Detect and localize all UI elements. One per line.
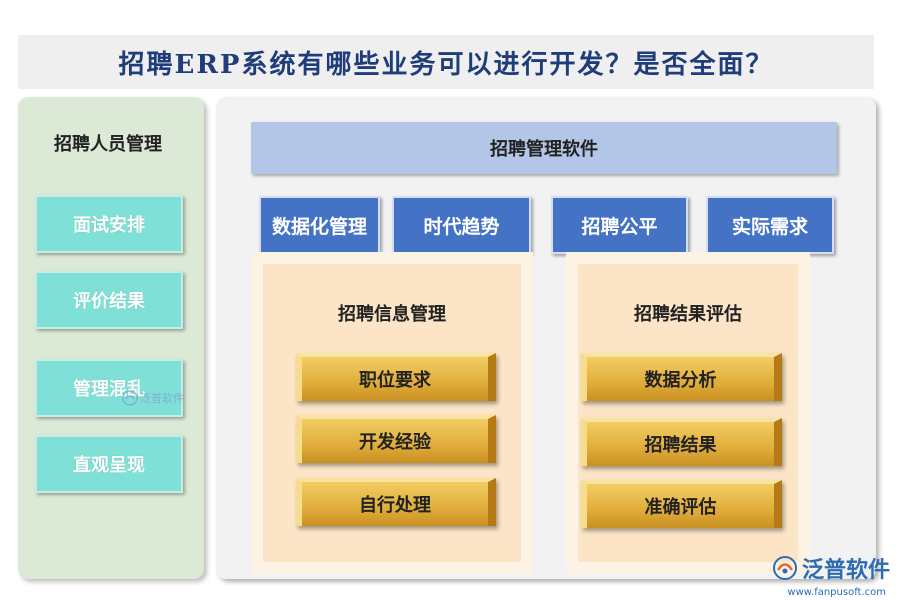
- result-item-results: 招聘结果: [581, 418, 782, 466]
- brand-logo-icon: [772, 556, 797, 580]
- group-title-info: 招聘信息管理: [338, 304, 446, 325]
- feature-fairness: 招聘公平: [551, 196, 688, 254]
- brand-logo: 泛普软件: [772, 552, 890, 584]
- watermark-logo-icon: [122, 390, 138, 406]
- result-item-assessment: 准确评估: [581, 480, 782, 528]
- group-title-result: 招聘结果评估: [634, 304, 742, 325]
- left-heading: 招聘人员管理: [54, 134, 162, 155]
- watermark-center-text: 泛普软件: [140, 392, 184, 405]
- result-item-analysis: 数据分析: [581, 353, 782, 401]
- brand-name: 泛普软件: [801, 558, 890, 583]
- left-panel: [18, 97, 204, 579]
- info-item-requirements: 职位要求: [296, 353, 496, 401]
- left-item-evaluation: 评价结果: [35, 271, 183, 329]
- feature-data-management: 数据化管理: [259, 196, 380, 254]
- brand-url: www.fanpusoft.com: [787, 587, 886, 598]
- info-item-experience: 开发经验: [296, 415, 496, 463]
- feature-needs: 实际需求: [706, 196, 834, 254]
- info-item-self-process: 自行处理: [296, 478, 496, 526]
- software-bar: 招聘管理软件: [251, 122, 837, 174]
- left-item-interview: 面试安排: [35, 195, 183, 253]
- title-bar: 招聘ERP系统有哪些业务可以进行开发？是否全面？: [18, 35, 874, 89]
- left-item-visual: 直观呈现: [35, 435, 183, 493]
- page-title: 招聘ERP系统有哪些业务可以进行开发？是否全面？: [118, 49, 774, 80]
- feature-trend: 时代趋势: [392, 196, 531, 254]
- center-watermark: 泛普软件: [122, 390, 184, 406]
- left-item-chaos: 管理混乱: [35, 359, 183, 417]
